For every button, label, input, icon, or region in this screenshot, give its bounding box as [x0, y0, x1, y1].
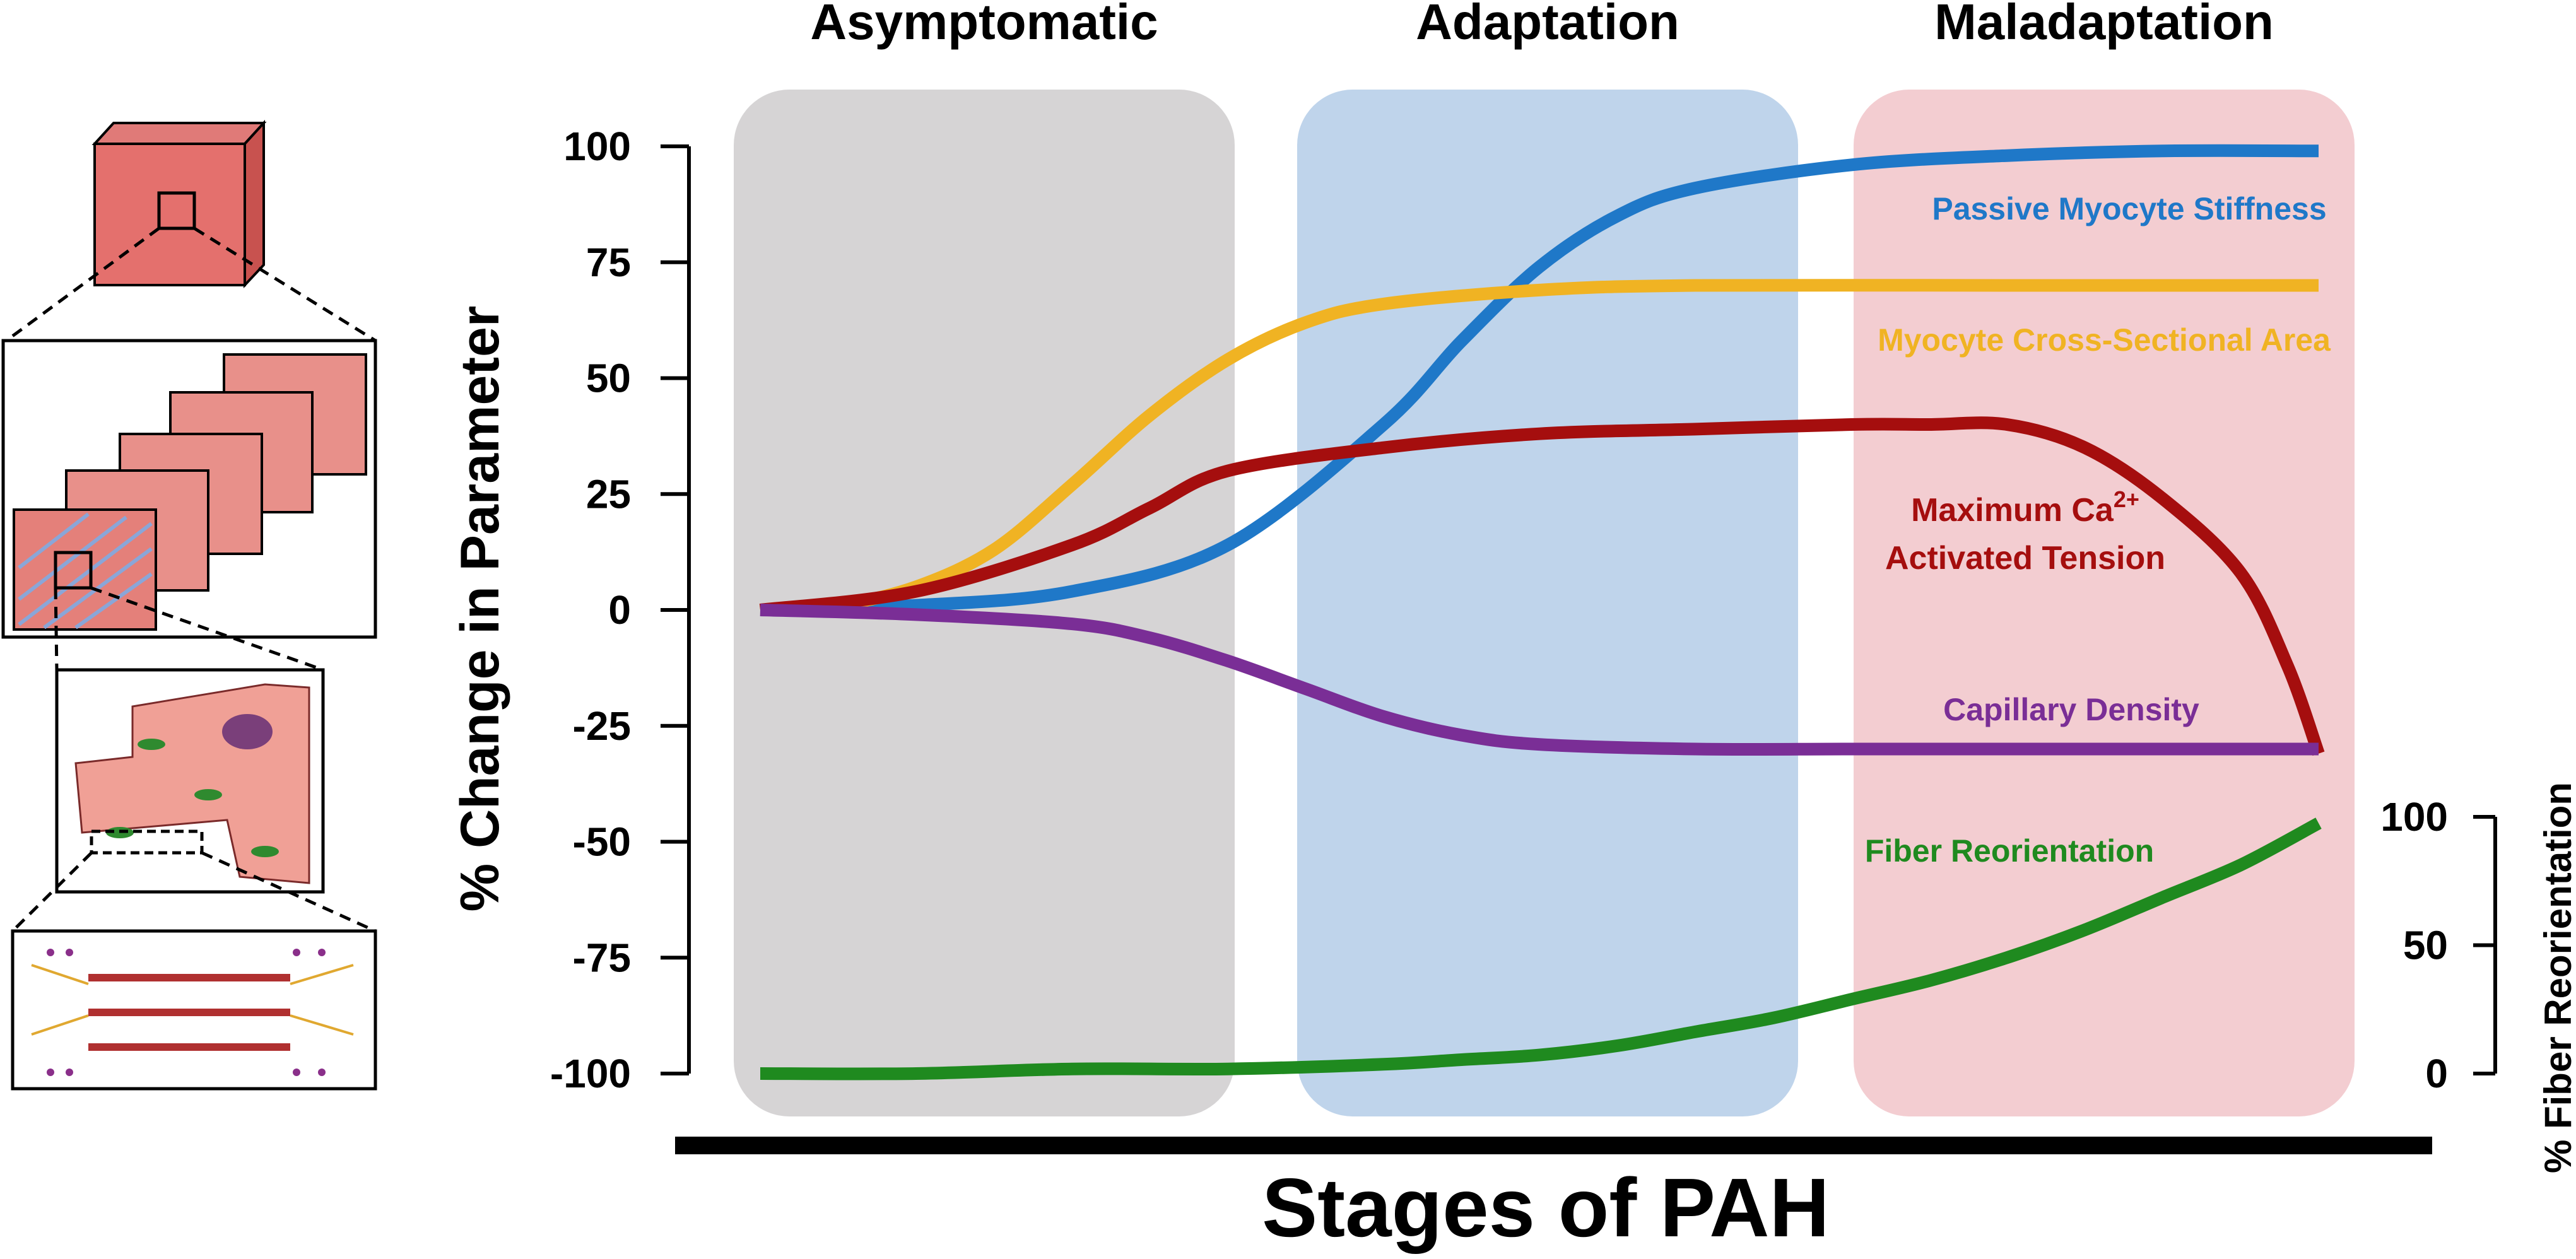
tissue-block-icon [91, 119, 267, 289]
series-line-capillary-density [760, 604, 2319, 756]
zoom-lines-1 [5, 226, 377, 343]
y-tick-label: 25 [586, 471, 631, 517]
annotation-max-ca-tension: Maximum Ca2+ [1911, 486, 2139, 529]
y-tick-label: -50 [573, 819, 632, 865]
stage-panel-adaptation [1297, 90, 1798, 1116]
y2-tick-label: 100 [2380, 794, 2448, 840]
y2-tick-label: 50 [2403, 923, 2448, 968]
y-tick-label: -100 [550, 1051, 631, 1096]
annotation-fiber-reorientation: Fiber Reorientation [1865, 833, 2154, 869]
series-line-passive-myocyte-stiffness [760, 144, 2319, 616]
y-axis-left: 100 75 50 25 0 -25 -50 -75 -100 [550, 124, 691, 1096]
stage-panel-maladaptation [1854, 90, 2355, 1116]
y-tick-label: 50 [586, 356, 631, 401]
stage-title-asymptomatic: Asymptomatic [810, 0, 1158, 50]
y2-axis-label: % Fiber Reorientation [2537, 782, 2576, 1173]
series-line-fiber-reorientation [760, 817, 2322, 1080]
y-tick-label: 100 [563, 124, 631, 169]
stage-title-maladaptation: Maladaptation [1934, 0, 2274, 50]
x-axis-label: Stages of PAH [1262, 1161, 1830, 1254]
annotation-max-ca-text: Maximum Ca [1911, 492, 2114, 529]
series-line-maximum-ca2-activated-tension [759, 416, 2325, 756]
x-axis-bar [675, 1137, 2432, 1154]
y-axis-right: 100 50 0 [2380, 794, 2497, 1096]
y2-tick-label: 0 [2425, 1051, 2448, 1096]
zoom-lines-2 [54, 586, 324, 672]
annotations: Passive Myocyte Stiffness Myocyte Cross-… [1865, 191, 2331, 869]
zoom-lines-3 [11, 851, 377, 933]
annotation-capillary-density: Capillary Density [1943, 692, 2199, 727]
y-tick-label: 0 [608, 587, 631, 633]
y-tick-label: -25 [573, 703, 632, 749]
tissue-hierarchy-illustration [1, 119, 377, 1091]
y-tick-label: 75 [586, 240, 631, 285]
y-tick-label: -75 [573, 935, 632, 980]
annotation-activated-tension: Activated Tension [1885, 540, 2165, 577]
series-line-myocyte-cross-sectional-area [760, 278, 2319, 616]
fiber-layers-icon [1, 339, 377, 639]
y-axis-right-ticks: 100 50 0 [2380, 794, 2495, 1096]
annotation-cross-sectional-area: Myocyte Cross-Sectional Area [1878, 322, 2331, 358]
annotation-passive-stiffness: Passive Myocyte Stiffness [1932, 191, 2326, 226]
annotation-max-ca-sup: 2+ [2114, 486, 2139, 512]
stage-title-adaptation: Adaptation [1416, 0, 1679, 50]
y-axis-left-ticks: 100 75 50 25 0 -25 -50 -75 -100 [550, 124, 689, 1096]
series-lines [759, 144, 2325, 1080]
y-axis-label: % Change in Parameter [450, 306, 510, 912]
sarcomere-icon [11, 929, 377, 1091]
myocyte-cell-icon [55, 668, 325, 894]
stage-panels [734, 90, 2355, 1116]
